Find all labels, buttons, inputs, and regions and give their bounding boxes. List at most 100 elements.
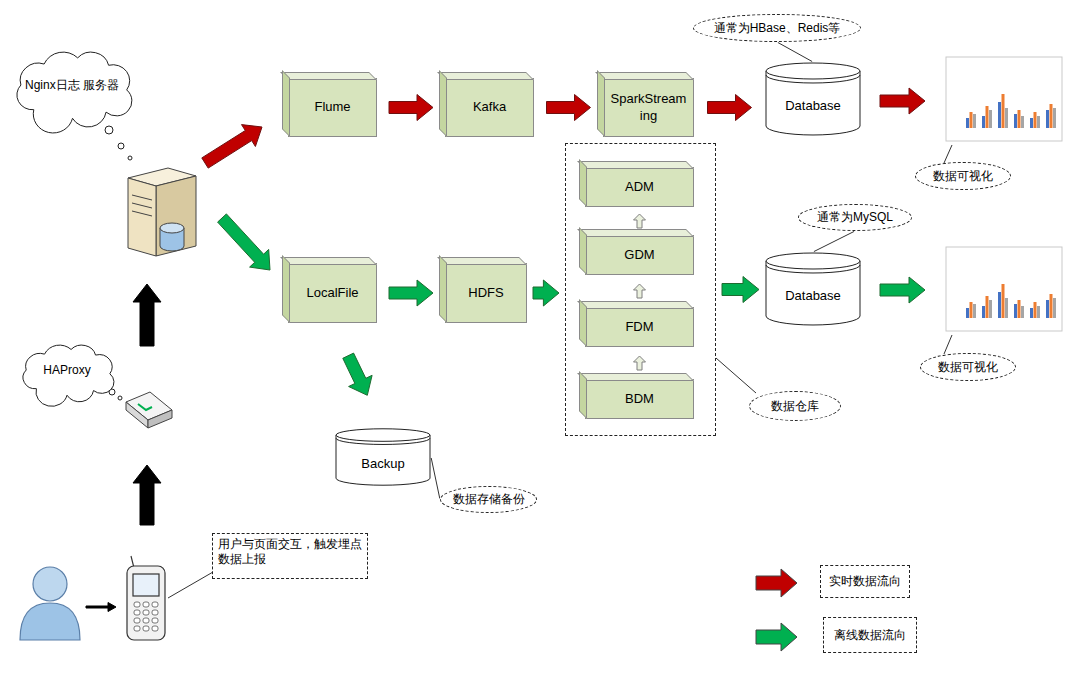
bar	[982, 306, 985, 318]
connector	[431, 458, 440, 499]
process-box: Flume	[288, 78, 377, 137]
node-label: FDM	[619, 319, 659, 335]
node-label: 通常为HBase、Redis等	[706, 21, 849, 36]
bar	[1034, 112, 1037, 128]
bar	[1037, 116, 1040, 128]
block-arrow	[533, 280, 559, 306]
block-arrow	[722, 277, 759, 303]
callout-ellipse: 数据存储备份	[440, 486, 537, 513]
key	[152, 602, 158, 607]
block-arrow	[634, 284, 646, 298]
block-arrow	[708, 95, 752, 121]
bar	[1018, 110, 1021, 128]
chart-bars	[966, 94, 1056, 318]
bar	[989, 110, 992, 128]
connector	[778, 42, 812, 61]
leader-lines	[168, 145, 952, 598]
bar	[986, 296, 989, 318]
connector	[547, 95, 591, 121]
node-label: Backup	[361, 456, 404, 472]
node-label: BDM	[619, 391, 660, 407]
flow-arrow	[880, 88, 925, 114]
database-cylinder: Backup	[335, 428, 431, 486]
key	[143, 610, 149, 615]
connector	[814, 231, 854, 251]
leader-line	[814, 231, 854, 251]
warehouse-group: 数据仓库ADMGDMFDMBDM	[565, 143, 716, 436]
bar	[970, 112, 973, 128]
bar	[1018, 300, 1021, 318]
connector	[708, 95, 752, 121]
legend-swatch	[755, 622, 801, 652]
user-icon	[20, 567, 80, 640]
swatch-arrow	[756, 569, 797, 597]
key	[143, 602, 149, 607]
node-label: Database	[785, 288, 841, 304]
connector	[634, 214, 646, 228]
node-label: SparkStreaming	[604, 91, 693, 124]
node-label: Nginx日志 服务器	[25, 78, 119, 93]
flow-arrow	[133, 284, 161, 346]
flow-arrow	[880, 277, 925, 303]
cylinder-top	[766, 63, 860, 79]
node-label: 数据可视化	[930, 360, 1006, 375]
node-label: 数据可视化	[925, 169, 1001, 184]
bar	[966, 118, 969, 128]
cylinder-top	[336, 429, 430, 442]
connector	[533, 280, 559, 306]
node-label: ADM	[619, 179, 660, 195]
connector	[634, 284, 646, 298]
connector	[722, 277, 759, 303]
bar	[1005, 298, 1008, 318]
node-label: 数据存储备份	[445, 492, 533, 507]
bar	[1021, 306, 1024, 318]
block-arrow	[389, 95, 433, 121]
note-box: 用户与页面交互，触发埋点数据上报	[212, 533, 368, 579]
node-label: 通常为MySQL	[809, 210, 901, 225]
router-icon	[126, 392, 172, 428]
bar	[1037, 306, 1040, 318]
block-arrow	[634, 356, 646, 370]
key	[143, 626, 149, 631]
bar	[1030, 308, 1033, 318]
key	[152, 610, 158, 615]
bar	[1034, 302, 1037, 318]
bar	[1046, 300, 1049, 318]
node-label: HDFS	[462, 285, 509, 301]
leader-line	[778, 42, 812, 61]
flow-arrow	[86, 603, 116, 612]
flow-arrow	[218, 214, 270, 270]
cloud-callout: Nginx日志 服务器	[8, 48, 137, 122]
bar	[998, 292, 1001, 318]
cloud-callout: HAProxy	[16, 342, 118, 398]
phone-icon	[127, 556, 165, 640]
flow-arrow	[133, 465, 161, 525]
process-box: BDM	[585, 379, 694, 419]
process-box: Kafka	[445, 78, 534, 137]
connector	[389, 280, 433, 306]
database-cylinder: Database	[765, 62, 861, 136]
process-box: GDM	[585, 235, 694, 275]
bar	[989, 300, 992, 318]
block-arrow	[547, 95, 591, 121]
server-icon	[128, 168, 196, 256]
group-label: 数据仓库	[749, 391, 841, 421]
key	[152, 618, 158, 623]
flow-arrows	[86, 88, 925, 612]
node-label: HAProxy	[43, 363, 90, 378]
process-box: FDM	[585, 307, 694, 347]
process-box: HDFS	[445, 263, 527, 323]
bar	[998, 102, 1001, 128]
bar	[973, 304, 976, 318]
key	[152, 626, 158, 631]
node-label: Database	[785, 98, 841, 114]
node-label: Kafka	[467, 99, 512, 115]
cylinder-rim	[766, 265, 860, 273]
bar	[1053, 108, 1056, 128]
cylinder-body	[336, 435, 430, 485]
flow-arrow	[202, 125, 262, 169]
connector	[343, 353, 372, 395]
bar	[1053, 298, 1056, 318]
node-label: Flume	[308, 99, 356, 115]
